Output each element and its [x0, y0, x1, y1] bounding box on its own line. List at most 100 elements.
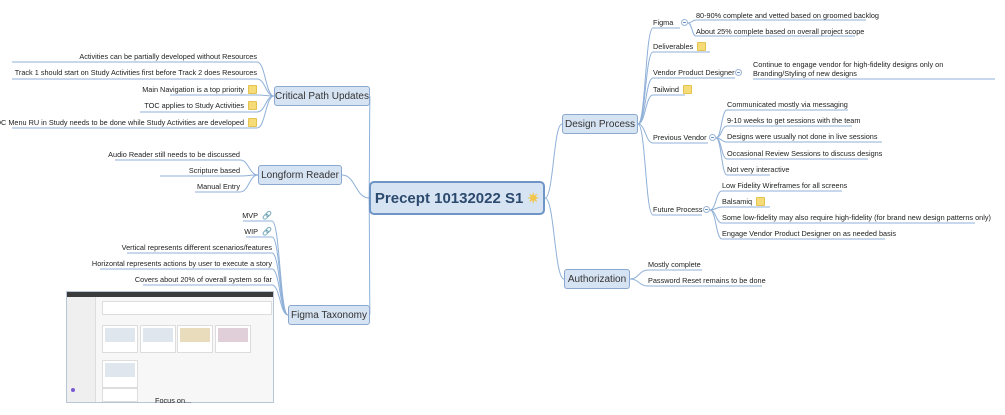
central-topic[interactable]: Precept 10132022 S1 ✷ — [369, 181, 545, 215]
branch-line — [368, 197, 371, 316]
critical-path-item[interactable]: TOC applies to Study Activities — [144, 101, 257, 110]
item-text: About 25% complete based on overall proj… — [696, 27, 865, 36]
leaf-connector — [256, 95, 275, 129]
subtopic-future-process[interactable]: Future Process — [653, 205, 702, 214]
previous-vendor-item[interactable]: Occasional Review Sessions to discuss de… — [727, 149, 882, 158]
topic-longform-reader[interactable]: Longform Reader — [258, 165, 342, 185]
longform-item[interactable]: Manual Entry — [197, 182, 240, 191]
future-process-item[interactable]: Engage Vendor Product Designer on as nee… — [722, 229, 896, 238]
subtopic-label: Vendor Product Designer — [653, 68, 735, 77]
authorization-item[interactable]: Password Reset remains to be done — [648, 276, 766, 285]
item-text: Continue to engage vendor for high-fidel… — [753, 60, 944, 78]
subtopic-tailwind[interactable]: Tailwind — [653, 85, 692, 94]
link-icon[interactable]: 🔗 — [262, 211, 272, 220]
figma-screenshot-image[interactable] — [66, 291, 274, 403]
branch-line — [341, 174, 370, 199]
figma-image-caption: Focus on... — [155, 396, 191, 405]
item-text: Horizontal represents actions by user to… — [91, 259, 272, 268]
note-icon[interactable] — [756, 197, 766, 206]
longform-item[interactable]: Audio Reader still needs to be discussed — [108, 150, 240, 159]
figma-taxonomy-item[interactable]: Vertical represents different scenarios/… — [122, 243, 272, 252]
leaf-connector — [629, 269, 649, 280]
topic-figma-taxonomy[interactable]: Figma Taxonomy — [288, 305, 370, 325]
leaf-connector — [637, 123, 654, 144]
collapse-icon[interactable] — [709, 134, 716, 141]
leaf-connector — [256, 95, 275, 113]
future-process-item[interactable]: Balsamiq — [722, 197, 766, 206]
figma-taxonomy-item[interactable]: Covers about 20% of overall system so fa… — [135, 275, 272, 284]
topic-label: Longform Reader — [261, 169, 339, 181]
item-text: Mostly complete — [648, 260, 701, 269]
previous-vendor-item[interactable]: Communicated mostly via messaging — [727, 100, 848, 109]
item-text: Not very interactive — [727, 165, 790, 174]
previous-vendor-item[interactable]: 9-10 weeks to get sessions with the team — [727, 116, 860, 125]
collapse-icon[interactable] — [703, 206, 710, 213]
item-text: MVP — [242, 211, 259, 220]
subtopic-figma[interactable]: Figma — [653, 18, 673, 27]
figma-item[interactable]: 80-90% complete and vetted based on groo… — [696, 11, 879, 20]
note-icon[interactable] — [248, 101, 257, 110]
item-text: WIP — [244, 227, 259, 236]
leaf-connector — [271, 236, 289, 316]
vendor-designer-item[interactable]: Continue to engage vendor for high-fidel… — [753, 59, 998, 79]
leaf-connector — [715, 137, 728, 176]
item-text: Vertical represents different scenarios/… — [121, 243, 272, 252]
item-text: Activities can be partially developed wi… — [79, 52, 257, 61]
leaf-connector — [239, 174, 259, 193]
topic-authorization[interactable]: Authorization — [564, 269, 630, 289]
central-topic-title: Precept 10132022 S1 — [374, 189, 524, 207]
item-text: Scripture based — [188, 166, 240, 175]
previous-vendor-item[interactable]: Not very interactive — [727, 165, 789, 174]
item-text: Manual Entry — [197, 182, 240, 191]
item-text: TOC applies to Study Activities — [144, 101, 244, 110]
item-text: Password Reset remains to be done — [648, 276, 766, 285]
critical-path-item[interactable]: TOC Menu RU in Study needs to be done wh… — [0, 118, 257, 127]
critical-path-item[interactable]: Activities can be partially developed wi… — [79, 52, 257, 61]
previous-vendor-item[interactable]: Designs were usually not done in live se… — [727, 132, 877, 141]
longform-item[interactable]: Scripture based — [189, 166, 240, 175]
topic-design-process[interactable]: Design Process — [562, 114, 638, 134]
critical-path-item[interactable]: Main Navigation is a top priority — [142, 85, 257, 94]
leaf-connector — [687, 22, 697, 37]
critical-path-item[interactable]: Track 1 should start on Study Activities… — [15, 68, 257, 77]
topic-label: Design Process — [564, 118, 636, 130]
figma-taxonomy-item[interactable]: MVP🔗 — [242, 211, 272, 220]
subtopic-deliverables[interactable]: Deliverables — [653, 42, 707, 51]
topic-critical-path-updates[interactable]: Critical Path Updates — [274, 86, 370, 106]
item-text: Engage Vendor Product Designer on as nee… — [722, 229, 897, 238]
item-text: Communicated mostly via messaging — [727, 100, 848, 109]
subtopic-previous-vendor[interactable]: Previous Vendor — [653, 133, 707, 142]
topic-label: Figma Taxonomy — [291, 309, 367, 321]
star-icon: ✷ — [527, 189, 540, 206]
item-text: Track 1 should start on Study Activities… — [14, 68, 257, 77]
topic-label: Critical Path Updates — [275, 90, 369, 102]
note-icon[interactable] — [248, 85, 257, 94]
note-icon[interactable] — [682, 85, 692, 94]
leaf-connector — [715, 109, 728, 139]
subtopic-label: Previous Vendor — [653, 133, 707, 142]
collapse-icon[interactable] — [735, 69, 742, 76]
note-icon[interactable] — [248, 118, 257, 127]
note-icon[interactable] — [697, 42, 707, 51]
topic-label: Authorization — [567, 273, 627, 285]
item-text: 80-90% complete and vetted based on groo… — [696, 11, 879, 20]
item-text: Covers about 20% of overall system so fa… — [134, 275, 272, 284]
branch-line — [544, 123, 563, 199]
caption-text: Focus on... — [155, 396, 192, 405]
leaf-connector — [256, 61, 275, 97]
leaf-connector — [637, 51, 654, 125]
collapse-icon[interactable] — [681, 19, 688, 26]
item-text: Main Navigation is a top priority — [142, 85, 244, 94]
link-icon[interactable]: 🔗 — [262, 227, 272, 236]
leaf-connector — [629, 278, 649, 287]
figma-item[interactable]: About 25% complete based on overall proj… — [696, 27, 864, 36]
figma-taxonomy-item[interactable]: WIP🔗 — [244, 227, 272, 236]
subtopic-label: Deliverables — [653, 42, 694, 51]
future-process-item[interactable]: Some low-fidelity may also require high-… — [722, 213, 991, 222]
item-text: 9-10 weeks to get sessions with the team — [727, 116, 861, 125]
future-process-item[interactable]: Low Fidelity Wireframes for all screens — [722, 181, 847, 190]
authorization-item[interactable]: Mostly complete — [648, 260, 701, 269]
leaf-connector — [239, 159, 259, 176]
subtopic-vendor-product-designer[interactable]: Vendor Product Designer — [653, 68, 735, 77]
figma-taxonomy-item[interactable]: Horizontal represents actions by user to… — [92, 259, 272, 268]
